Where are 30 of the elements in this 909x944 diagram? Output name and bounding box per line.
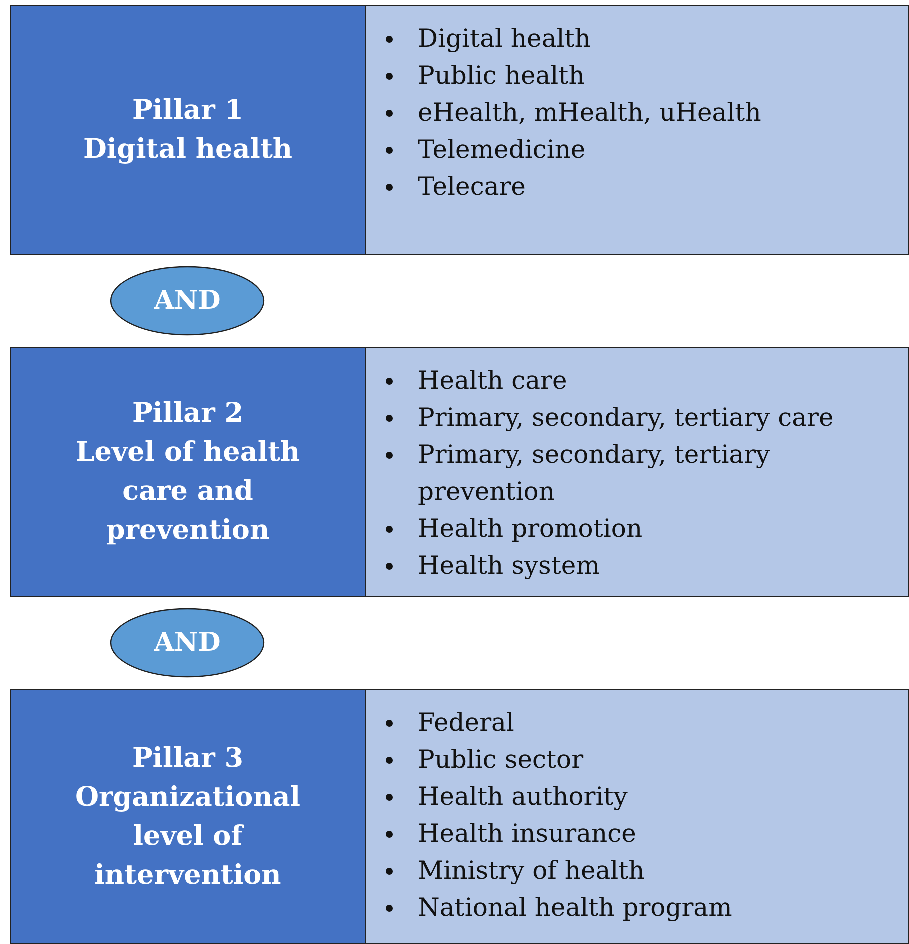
pillar-title: Digital health	[83, 133, 293, 167]
pillar-heading: Pillar 2	[132, 397, 244, 431]
pillar-title: Organizational level of intervention	[74, 780, 302, 892]
list-item-text: Primary, secondary, tertiary prevention	[418, 440, 770, 506]
list-item-text: Health system	[418, 551, 600, 580]
list-item-text: National health program	[418, 893, 732, 922]
list-item-text: Health promotion	[418, 514, 643, 543]
list-item-text: Digital health	[418, 24, 591, 53]
pillar-heading: Pillar 1	[132, 94, 244, 128]
list-item-text: Telemedicine	[418, 135, 586, 164]
list-item-text: Public sector	[418, 745, 584, 774]
ellipse-label: AND	[154, 286, 221, 316]
list-item-text: Ministry of health	[418, 856, 645, 885]
list-panel	[366, 347, 909, 597]
list-item-text: Primary, secondary, tertiary care	[418, 403, 834, 432]
pillar-title: Level of health care and prevention	[74, 436, 302, 548]
ellipse-label: AND	[154, 628, 221, 658]
list-item-text: eHealth, mHealth, uHealth	[418, 98, 762, 127]
list-item-text: Health authority	[418, 782, 628, 811]
pillar-box	[10, 347, 366, 597]
list-panel	[366, 5, 909, 255]
list-item-text: Federal	[418, 708, 514, 737]
list-item-text: Telecare	[418, 172, 526, 201]
list-item-text: Health care	[418, 366, 568, 395]
list-panel	[366, 689, 909, 944]
list-item-text: Public health	[418, 61, 585, 90]
pillar-box	[10, 689, 366, 944]
pillar-box	[10, 5, 366, 255]
list-item-text: Health insurance	[418, 819, 636, 848]
pillar-heading: Pillar 3	[132, 742, 244, 776]
